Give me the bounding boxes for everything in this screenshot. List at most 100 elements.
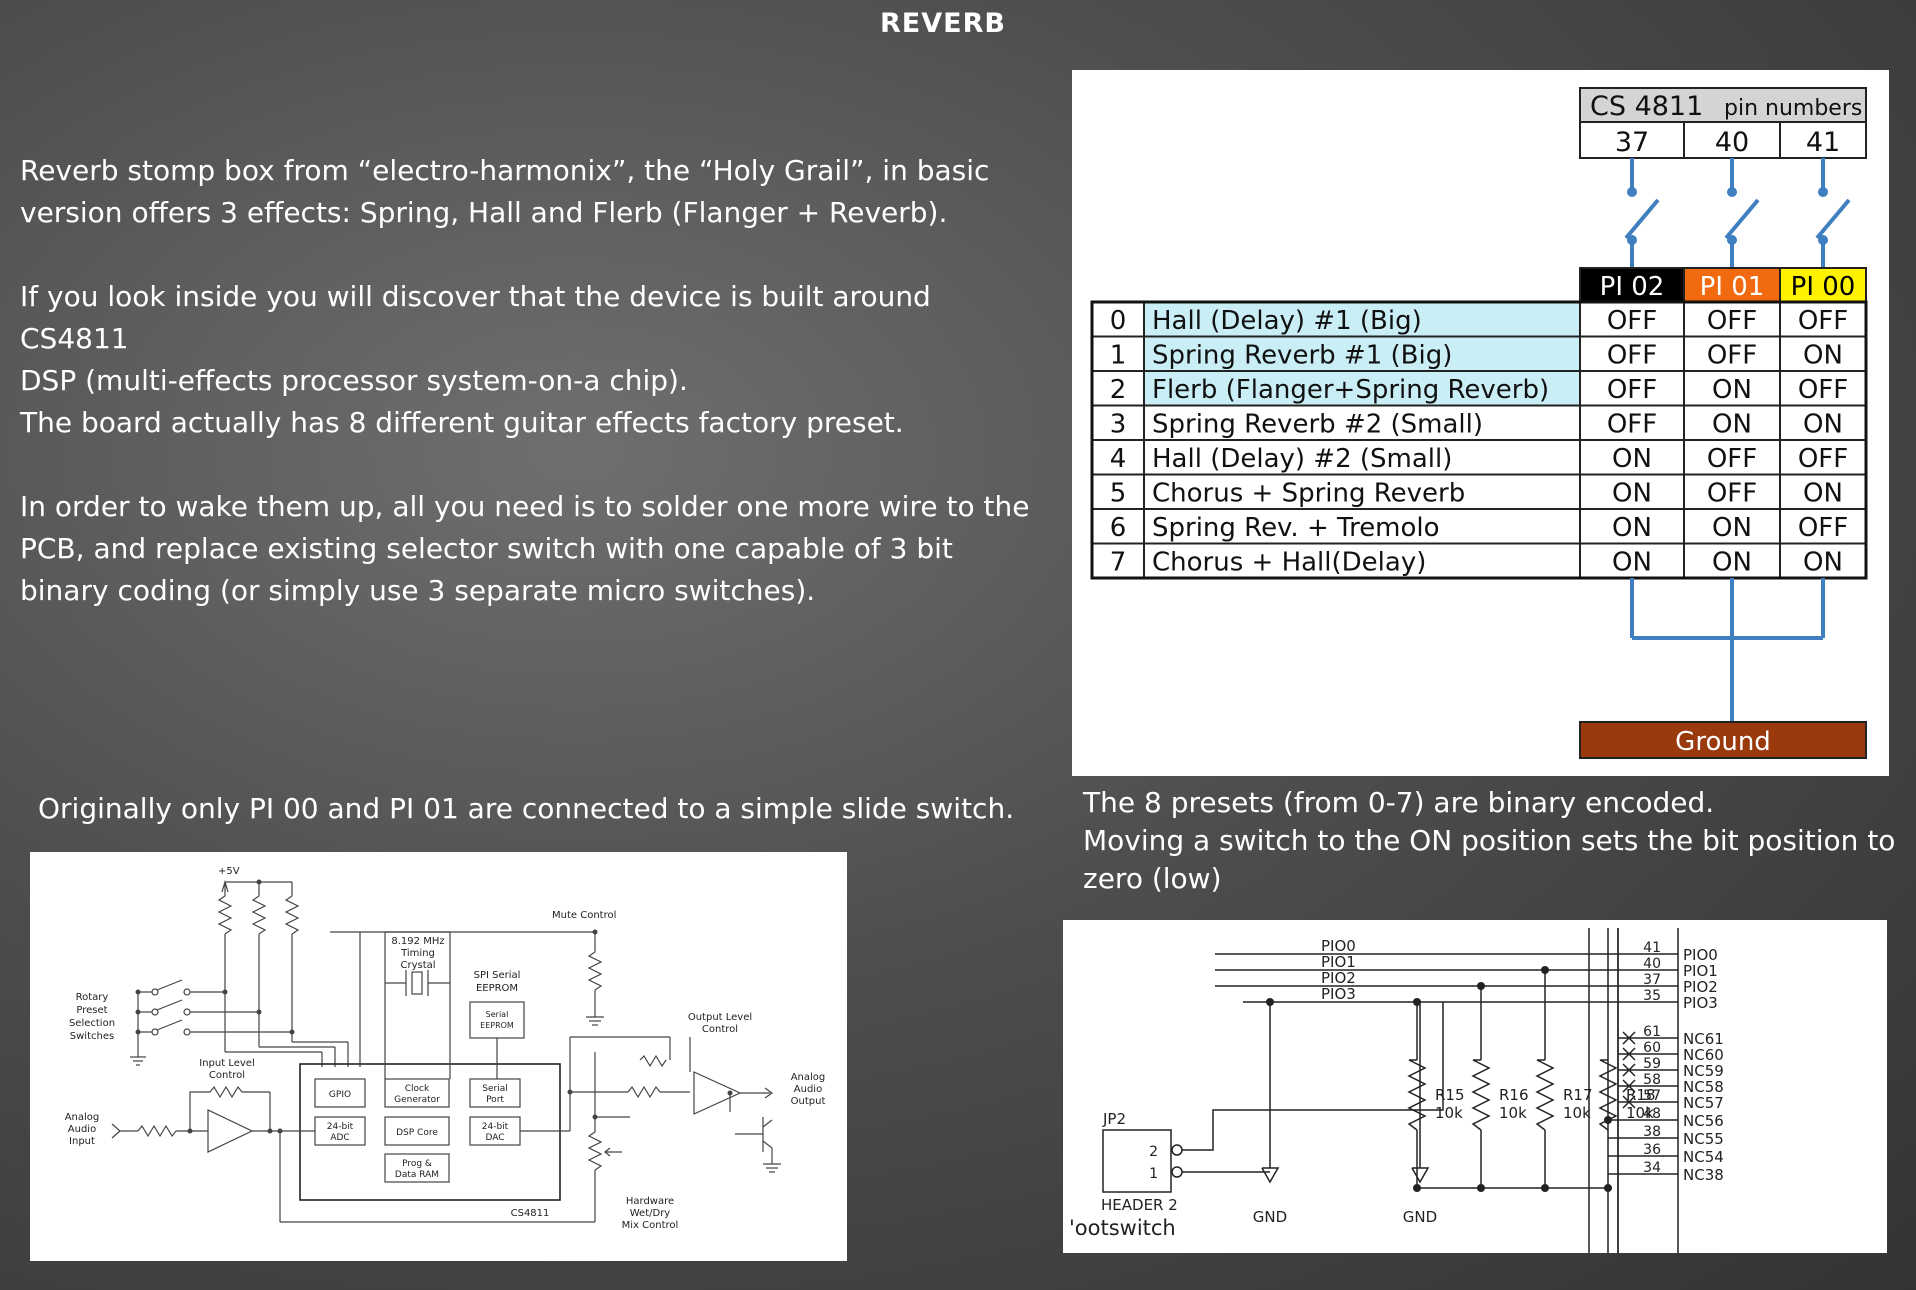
preset-bit: OFF	[1607, 410, 1657, 440]
resistor-value: 10k	[1626, 1104, 1654, 1122]
pi-header-label: PI 02	[1600, 272, 1665, 302]
label-hardware: Hardware	[626, 1196, 674, 1207]
resistor-value: 10k	[1563, 1104, 1591, 1122]
svg-text:Generator: Generator	[394, 1095, 440, 1105]
preset-name: Chorus + Hall(Delay)	[1152, 548, 1426, 578]
resistor-value: 10k	[1499, 1104, 1527, 1122]
jp2-wire-2	[1182, 1002, 1444, 1151]
nc-mark	[1622, 1079, 1636, 1093]
resistor-label: R16	[1499, 1086, 1529, 1104]
label-input-level: Input Level	[199, 1058, 254, 1069]
pin-number: 57	[1643, 1088, 1661, 1104]
preset-bit: OFF	[1607, 341, 1657, 371]
gnd-label: GND	[1253, 1208, 1287, 1226]
switch-arm	[1724, 198, 1760, 240]
svg-text:Switches: Switches	[70, 1031, 114, 1042]
pin-label: NC58	[1683, 1078, 1724, 1096]
label-serial-port: Serial	[482, 1084, 507, 1094]
ground-label: Ground	[1675, 727, 1771, 757]
resistor-label: R15	[1435, 1086, 1465, 1104]
page-title: REVERB	[880, 8, 1006, 39]
preset-number: 3	[1110, 410, 1127, 440]
svg-text:Control: Control	[702, 1024, 738, 1035]
jp2-pin-1: 1	[1149, 1166, 1158, 1182]
switch-contact	[1818, 187, 1828, 197]
pin-number: 41	[1643, 940, 1661, 956]
preset-bit: OFF	[1798, 513, 1848, 543]
jp2-label: JP2	[1102, 1110, 1126, 1128]
preset-name: Spring Rev. + Tremolo	[1152, 513, 1440, 543]
pin-number: 35	[1643, 988, 1661, 1004]
label-mute-control: Mute Control	[552, 910, 616, 921]
preset-number: 0	[1110, 306, 1127, 336]
preset-bit: ON	[1612, 548, 1652, 578]
label-spi: SPI Serial	[474, 970, 521, 981]
intro-paragraph-3: In order to wake them up, all you need i…	[20, 490, 1030, 607]
preset-bit: OFF	[1607, 375, 1657, 405]
net-label: PIO1	[1321, 953, 1356, 971]
preset-bit: ON	[1712, 410, 1752, 440]
switch-contact	[1627, 187, 1637, 197]
junction	[1604, 1116, 1612, 1124]
resistor-r15	[1407, 1059, 1427, 1131]
switch-wires	[1624, 158, 1851, 268]
preset-number: 6	[1110, 513, 1127, 543]
label-dsp-core: DSP Core	[396, 1128, 438, 1138]
label-ram: Prog &	[402, 1159, 432, 1169]
ground-wires	[1630, 578, 1825, 722]
junction	[1413, 1184, 1421, 1192]
svg-text:EEPROM: EEPROM	[480, 1021, 514, 1030]
pin-label: NC54	[1683, 1148, 1724, 1166]
svg-text:Input: Input	[69, 1136, 95, 1147]
label-5v: +5V	[218, 866, 240, 877]
pin-label: NC56	[1683, 1112, 1724, 1130]
net-label: PIO3	[1321, 985, 1356, 1003]
label-gpio: GPIO	[329, 1090, 351, 1100]
preset-name: Chorus + Spring Reverb	[1152, 479, 1465, 509]
switch-contact	[1727, 187, 1737, 197]
pin-number: 59	[1643, 1056, 1661, 1072]
jp2-header	[1102, 1129, 1172, 1193]
label-clock: Clock	[405, 1084, 430, 1094]
header-label: HEADER 2	[1101, 1196, 1178, 1214]
pin-number: 37	[1643, 972, 1661, 988]
preset-number: 5	[1110, 479, 1127, 509]
svg-text:Control: Control	[209, 1070, 245, 1081]
junction	[1477, 982, 1485, 990]
table-border	[1090, 300, 1868, 580]
pin-label: PIO2	[1683, 978, 1718, 996]
resistor-r16	[1471, 1059, 1491, 1131]
pi-header-label: PI 01	[1700, 272, 1765, 302]
jp2-pin-2: 2	[1149, 1144, 1158, 1160]
nc-mark	[1622, 1031, 1636, 1045]
pi-header-label: PI 00	[1791, 272, 1856, 302]
pi-headers: PI 02 PI 01 PI 00	[1579, 267, 1867, 303]
pin-number: 36	[1643, 1142, 1661, 1158]
junction	[1266, 998, 1274, 1006]
preset-name: Spring Reverb #1 (Big)	[1152, 341, 1452, 371]
intro-text: Reverb stomp box from “electro-harmonix”…	[20, 150, 1040, 654]
preset-bit: ON	[1712, 548, 1752, 578]
switch-arm	[1815, 198, 1851, 240]
preset-bit: ON	[1612, 479, 1652, 509]
label-dac: 24-bit	[482, 1122, 509, 1132]
pin-header-title: CS 4811	[1590, 91, 1703, 122]
nc-mark	[1622, 1095, 1636, 1109]
cs4811-block-diagram: +5V Mute Control Rotary Preset Selection…	[65, 866, 826, 1231]
resistor-label: R18	[1626, 1086, 1656, 1104]
pin-label: PIO3	[1683, 994, 1718, 1012]
preset-bit: OFF	[1707, 444, 1757, 474]
gnd-symbol	[1261, 1167, 1280, 1184]
gnd-symbol	[1411, 1167, 1430, 1184]
net-label: PIO0	[1321, 937, 1356, 955]
pi-header-cell	[1779, 267, 1867, 303]
label-crystal: 8.192 MHz	[391, 936, 444, 947]
pin-number: 60	[1643, 1040, 1661, 1056]
pin-label: NC59	[1683, 1062, 1724, 1080]
